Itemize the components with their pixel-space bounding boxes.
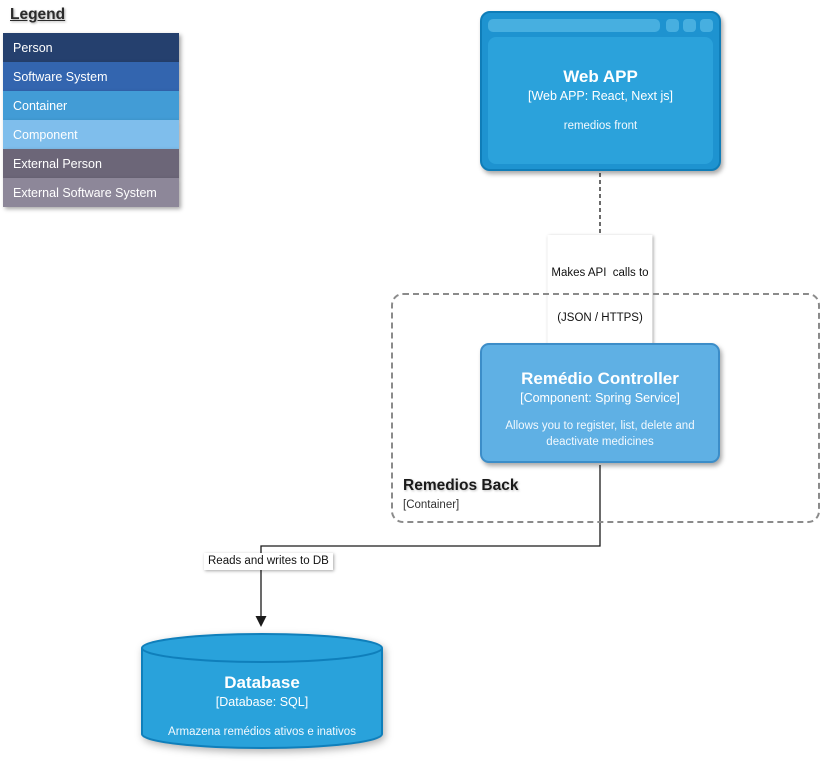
browser-button-icon xyxy=(700,19,713,32)
legend-item-software-system: Software System xyxy=(3,62,179,91)
database-node: Database [Database: SQL] Armazena remédi… xyxy=(140,631,384,751)
database-description: Armazena remédios ativos e inativos xyxy=(168,726,356,738)
legend-item-label: Container xyxy=(13,98,68,113)
edge-label-line2: (JSON / HTTPS) xyxy=(557,311,643,324)
legend-item-label: Person xyxy=(13,40,53,55)
legend-item-component: Component xyxy=(3,120,179,149)
edge-label-reads-writes: Reads and writes to DB xyxy=(204,553,333,570)
web-app-subtitle: [Web APP: React, Next js] xyxy=(528,89,673,103)
web-app-node: Web APP [Web APP: React, Next js] remedi… xyxy=(480,11,721,171)
edge-label-makes-api-calls: Makes API calls to (JSON / HTTPS) xyxy=(547,235,653,357)
controller-subtitle: [Component: Spring Service] xyxy=(520,391,680,405)
controller-title: Remédio Controller xyxy=(521,369,679,388)
legend-title: Legend xyxy=(10,6,66,23)
legend-item-external-software-system: External Software System xyxy=(3,178,179,207)
remedios-back-boundary: Remedios Back [Container] xyxy=(391,293,820,523)
legend-item-container: Container xyxy=(3,91,179,120)
legend-item-label: External Person xyxy=(13,156,102,171)
web-app-description: remedios front xyxy=(563,120,638,132)
database-cylinder-icon xyxy=(141,633,383,749)
controller-description: Allows you to register, list, delete and… xyxy=(505,420,695,448)
edge-label-line1: Makes API calls to xyxy=(551,266,649,279)
legend-item-label: External Software System xyxy=(13,185,157,200)
remedio-controller-node: Remédio Controller [Component: Spring Se… xyxy=(480,343,720,463)
legend-item-label: Software System xyxy=(13,69,108,84)
browser-button-icon xyxy=(666,19,679,32)
web-app-title: Web APP xyxy=(563,67,638,86)
browser-address-bar xyxy=(488,19,660,32)
database-subtitle: [Database: SQL] xyxy=(215,695,309,709)
legend-item-person: Person xyxy=(3,33,179,62)
boundary-title: Remedios Back xyxy=(403,477,519,494)
database-title: Database xyxy=(224,673,300,692)
browser-button-icon xyxy=(683,19,696,32)
legend-item-label: Component xyxy=(13,127,78,142)
legend-item-external-person: External Person xyxy=(3,149,179,178)
web-app-body: Web APP [Web APP: React, Next js] remedi… xyxy=(488,37,713,164)
database-body: Database [Database: SQL] Armazena remédi… xyxy=(140,631,384,741)
boundary-subtitle: [Container] xyxy=(403,499,460,511)
